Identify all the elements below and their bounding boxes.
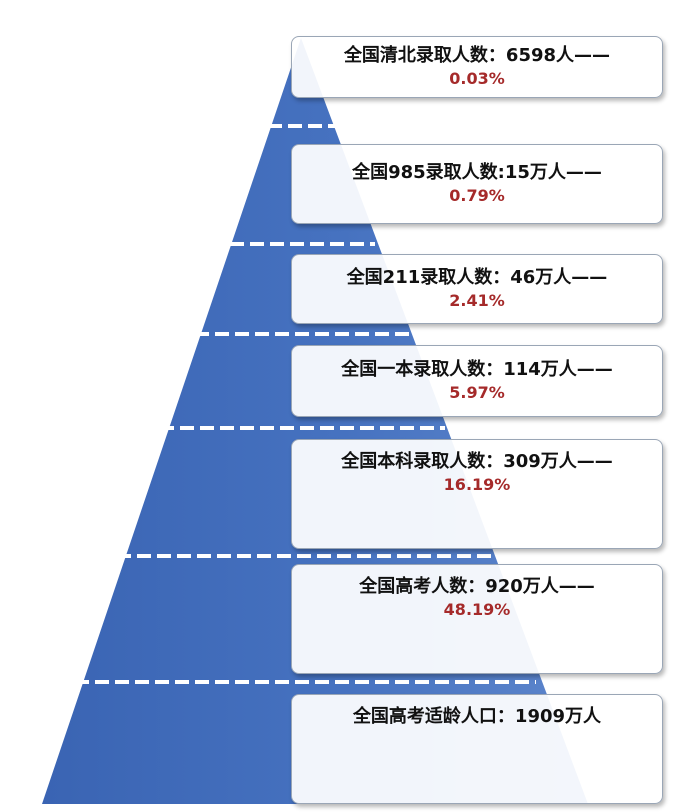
level-label: 全国985录取人数:15万人—— <box>352 162 602 183</box>
level-percent: 0.03% <box>449 69 505 88</box>
level-label: 全国高考人数：920万人—— <box>359 576 595 597</box>
level-box-tsinghua-peking: 全国清北录取人数：6598人—— 0.03% <box>291 36 663 98</box>
level-box-gaokao-takers: 全国高考人数：920万人—— 48.19% <box>291 564 663 674</box>
level-box-age-population: 全国高考适龄人口：1909万人 <box>291 694 663 804</box>
level-box-985: 全国985录取人数:15万人—— 0.79% <box>291 144 663 224</box>
level-percent: 0.79% <box>449 186 505 205</box>
level-label: 全国211录取人数：46万人—— <box>346 267 608 288</box>
level-percent: 5.97% <box>449 383 505 402</box>
level-box-tier-one: 全国一本录取人数：114万人—— 5.97% <box>291 345 663 417</box>
level-label: 全国本科录取人数：309万人—— <box>341 451 613 472</box>
level-label: 全国高考适龄人口：1909万人 <box>352 706 602 727</box>
level-percent: 2.41% <box>449 291 505 310</box>
level-label: 全国一本录取人数：114万人—— <box>341 359 613 380</box>
level-box-211: 全国211录取人数：46万人—— 2.41% <box>291 254 663 324</box>
level-percent: 48.19% <box>443 600 511 619</box>
level-label: 全国清北录取人数：6598人—— <box>343 45 611 66</box>
level-box-undergraduate: 全国本科录取人数：309万人—— 16.19% <box>291 439 663 549</box>
level-percent: 16.19% <box>443 475 511 494</box>
